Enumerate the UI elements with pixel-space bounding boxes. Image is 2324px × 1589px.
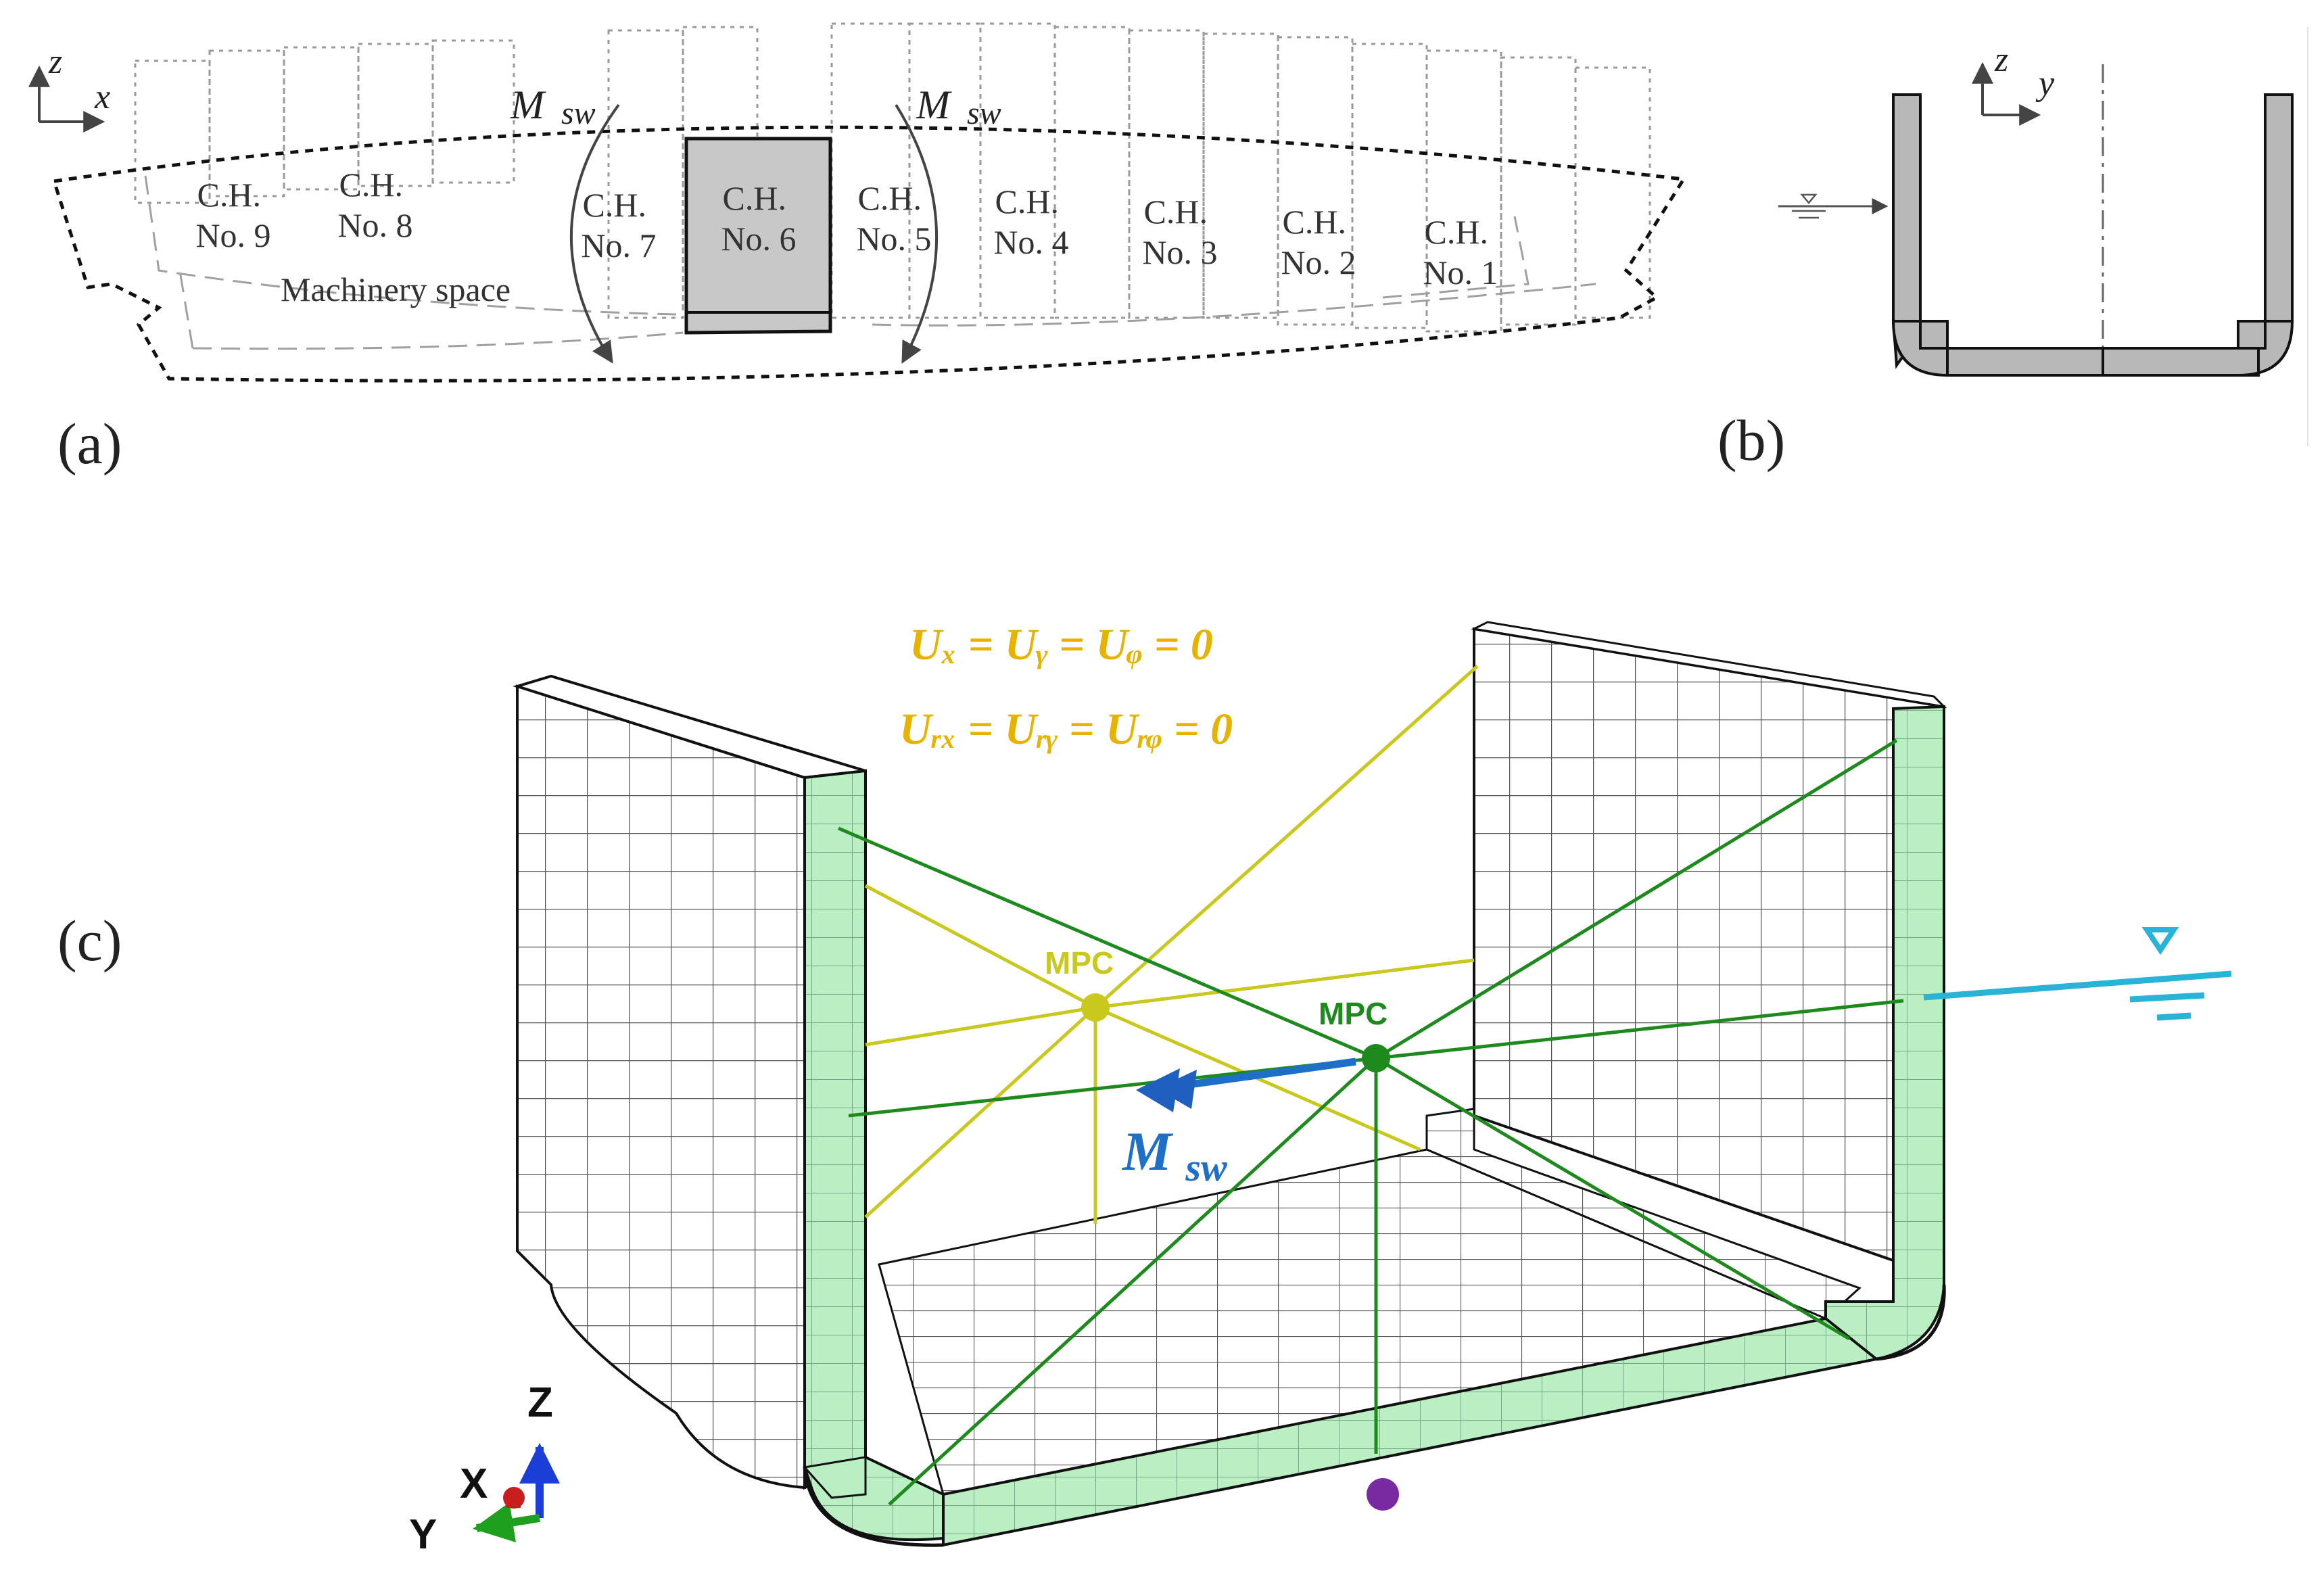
hull-inner-outlines [144, 175, 1596, 350]
hull-outline [51, 125, 1687, 383]
triad-y-label: Y [409, 1511, 437, 1558]
svg-text:M sw: M sw [916, 82, 1001, 131]
section-waterline [1778, 193, 1889, 219]
mpc-label-right: MPC [1319, 996, 1388, 1031]
hold-no6-highlight [684, 137, 832, 335]
mpc-label-left: MPC [1045, 945, 1114, 980]
panel-label-c: (c) [57, 908, 122, 973]
hold-label: C.H. No. 5 [856, 179, 931, 258]
model-moment-symbol: M [1121, 1120, 1174, 1182]
hull-panel: z x [28, 22, 1687, 476]
triad-x-label: X [460, 1461, 488, 1507]
hull-axis-z-label: z [48, 43, 62, 81]
moment-subscript: sw [561, 95, 596, 131]
hold-labels: C.H. No. 9 C.H. No. 8 C.H. No. 7 C.H. No… [195, 166, 1498, 308]
section-axis-y-label: y [2035, 64, 2055, 103]
hull-hatch-structures [134, 22, 1651, 333]
machinery-space-label: Machinery space [281, 270, 511, 308]
coordinate-triad: Z X Y [409, 1379, 560, 1558]
hold-label: C.H. No. 1 [1423, 213, 1498, 291]
svg-text:M sw: M sw [1121, 1120, 1227, 1189]
origin-point [1367, 1478, 1399, 1511]
section-axis-z-label: z [1994, 41, 2008, 79]
moment-subscript: sw [967, 95, 1001, 131]
hold-label: C.H. No. 4 [993, 183, 1068, 261]
hold-label: C.H. No. 7 [581, 186, 656, 264]
left-side-shell [516, 684, 806, 1490]
bc-translation: Uₓ = Uᵧ = Uᵩ = 0 [909, 620, 1213, 669]
triad-z-label: Z [527, 1379, 553, 1426]
section-shape [1891, 93, 2294, 377]
moment-symbol: M [916, 82, 952, 127]
hold-label: C.H. No. 6 [721, 179, 796, 258]
moment-symbol: M [510, 82, 546, 127]
hull-axes: z x [28, 43, 110, 133]
hull-axis-x-label: x [94, 78, 110, 116]
bc-rotation: Uᵣₓ = Uᵣᵧ = Uᵣᵩ = 0 [899, 705, 1233, 754]
svg-text:M sw: M sw [510, 82, 596, 131]
section-axes: z y [1972, 41, 2055, 126]
waterline-symbol [1923, 927, 2232, 1021]
hull-moment-right: M sw [895, 82, 1001, 364]
moment-arrow-msw: M sw [1121, 1058, 1356, 1189]
left-green-plating [803, 769, 945, 1542]
hull-moment-left: M sw [510, 82, 620, 364]
panel-label-a: (a) [57, 411, 122, 476]
fe-model-panel: MPC MPC M sw Uₓ = Uᵧ = Uᵩ = 0 Uᵣₓ = Uᵣᵧ … [57, 620, 2232, 1558]
panel-label-b: (b) [1717, 408, 1785, 473]
model-moment-subscript: sw [1185, 1145, 1227, 1189]
section-panel: z y (b) [1717, 27, 2308, 473]
hold-label: C.H. No. 3 [1142, 193, 1217, 271]
hold-label: C.H. No. 2 [1281, 203, 1356, 281]
mpc-yellow-spider [864, 665, 1479, 1224]
hold-label: C.H. No. 9 [195, 176, 270, 254]
mpc-node-right [1362, 1044, 1390, 1072]
hold-label: C.H. No. 8 [337, 166, 412, 244]
mpc-node-left [1081, 993, 1110, 1022]
